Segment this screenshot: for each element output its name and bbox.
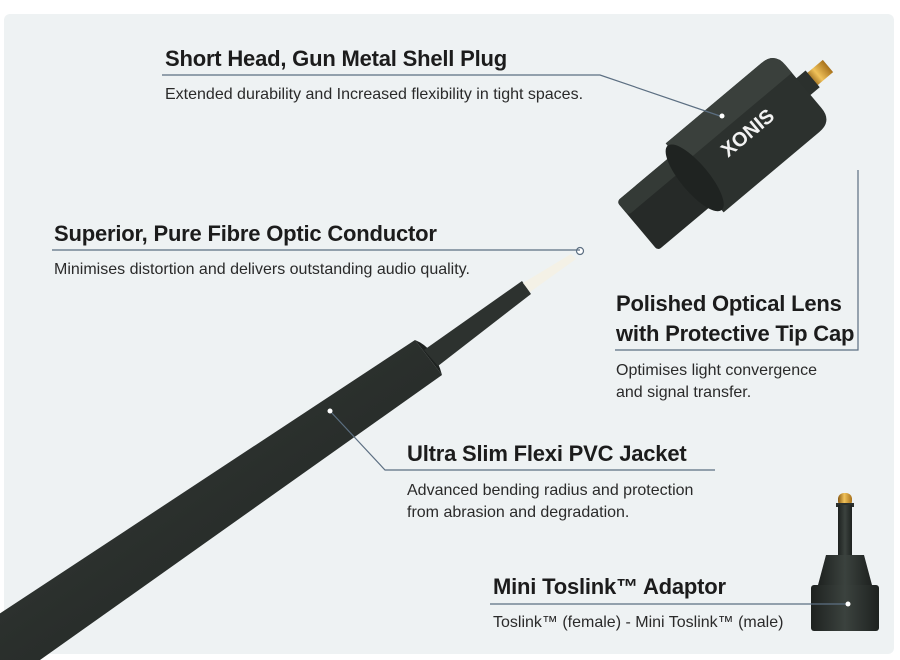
plug: XONIS	[618, 58, 834, 249]
callout-plug: Short Head, Gun Metal Shell Plug Extende…	[165, 44, 583, 106]
callout-lens-title-1: Polished Optical Lens	[616, 291, 842, 316]
callout-adaptor: Mini Toslink™ Adaptor Toslink™ (female) …	[493, 572, 783, 634]
callout-jacket-desc-1: Advanced bending radius and protection	[407, 482, 694, 499]
leader-dots	[327, 113, 851, 607]
callout-adaptor-desc: Toslink™ (female) - Mini Toslink™ (male)	[493, 614, 784, 631]
callout-plug-desc: Extended durability and Increased flexib…	[165, 86, 584, 103]
mini-toslink-adaptor	[811, 493, 879, 631]
inner-cable	[424, 281, 531, 366]
callout-conductor-title: Superior, Pure Fibre Optic Conductor	[54, 221, 437, 246]
callout-adaptor-title: Mini Toslink™ Adaptor	[493, 574, 726, 599]
callout-jacket: Ultra Slim Flexi PVC Jacket Advanced ben…	[407, 439, 693, 524]
leader-lines	[52, 74, 859, 605]
callout-conductor: Superior, Pure Fibre Optic Conductor Min…	[54, 219, 470, 281]
callout-jacket-desc-2: from abrasion and degradation.	[407, 504, 630, 521]
callout-lens-title-2: with Protective Tip Cap	[616, 321, 855, 346]
pvc-jacket	[0, 340, 442, 660]
callout-conductor-desc: Minimises distortion and delivers outsta…	[54, 261, 470, 278]
callout-lens: Polished Optical Lens with Protective Ti…	[616, 289, 854, 404]
callout-lens-desc-2: and signal transfer.	[616, 384, 752, 401]
callout-jacket-title: Ultra Slim Flexi PVC Jacket	[407, 441, 687, 466]
callout-plug-title: Short Head, Gun Metal Shell Plug	[165, 46, 507, 71]
fibre-conductor	[523, 246, 585, 292]
callout-lens-desc-1: Optimises light convergence	[616, 362, 817, 379]
